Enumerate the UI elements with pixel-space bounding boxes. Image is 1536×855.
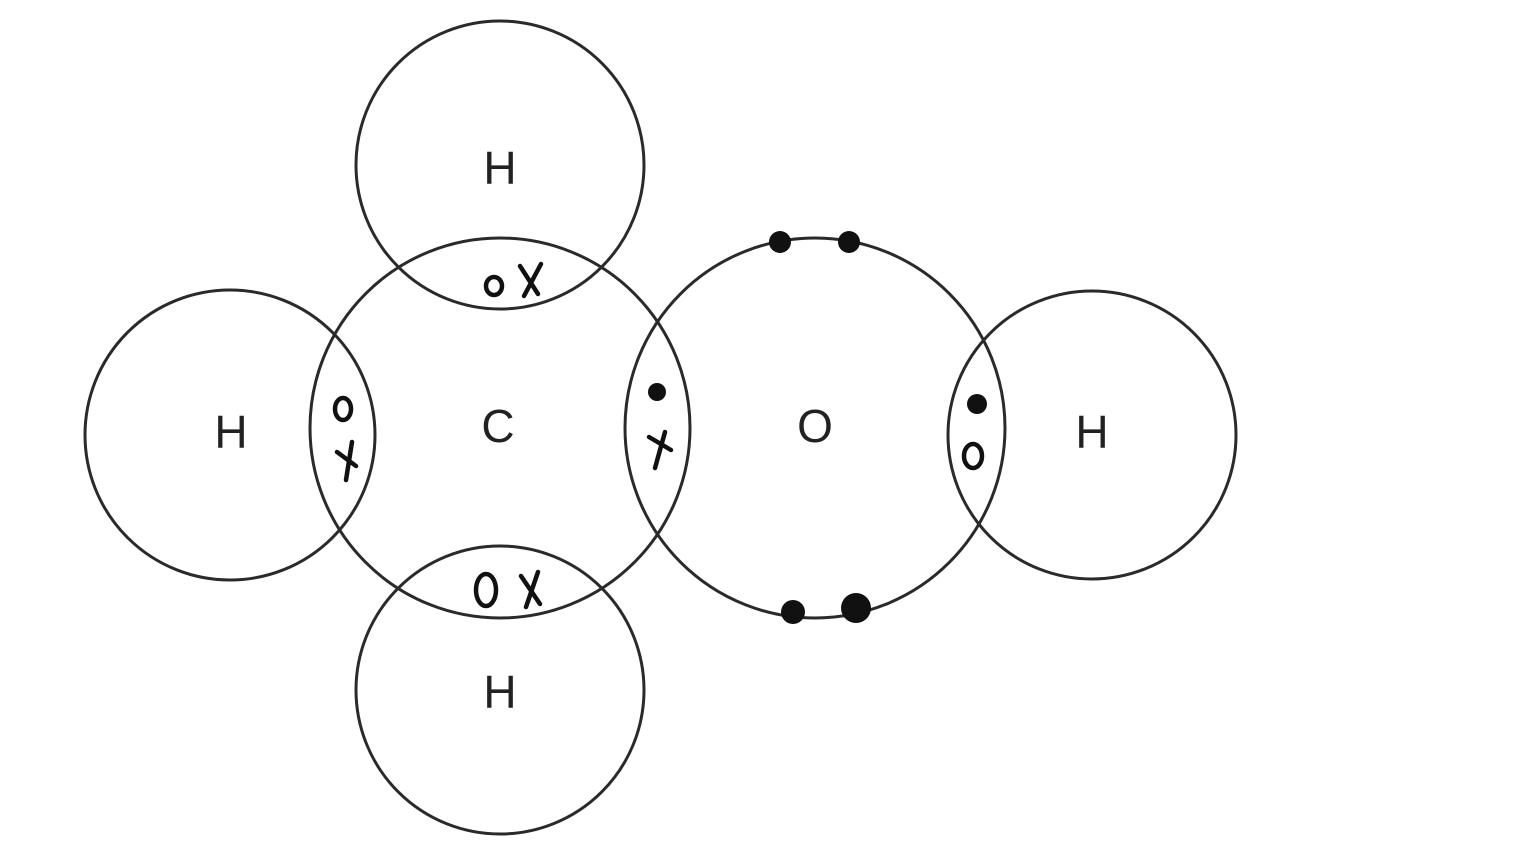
- carbon-electron-x: [517, 261, 544, 299]
- shell-oxygen: [623, 236, 1007, 620]
- shell-h-bottom: [354, 544, 646, 836]
- oxygen-electron-dot: [967, 394, 987, 414]
- hydrogen-electron-o: [473, 571, 499, 609]
- atom-label-h-top: H: [483, 142, 516, 194]
- shell-h-top: [354, 19, 646, 311]
- shell-h-right: [946, 289, 1238, 581]
- shared-pair-c-h-left: [332, 395, 359, 483]
- shared-pair-o-h-right: [961, 394, 987, 471]
- shell-carbon: [308, 236, 692, 620]
- lone-pair-oxygen-top: [769, 231, 860, 253]
- carbon-electron-x: [646, 429, 674, 471]
- carbon-electron-x: [518, 569, 543, 610]
- lone-electron-dot: [769, 231, 791, 253]
- hydrogen-electron-o: [961, 441, 985, 471]
- atom-shells: [83, 19, 1238, 836]
- oxygen-electron-dot: [648, 383, 666, 401]
- shell-h-left: [83, 288, 377, 582]
- atom-label-h-bottom: H: [483, 666, 516, 718]
- shared-pair-c-o: [646, 383, 674, 471]
- atom-labels: H H C O H H: [214, 142, 1108, 718]
- carbon-electron-x: [334, 439, 359, 483]
- lone-electron-dot: [838, 231, 860, 253]
- lone-electron-dot: [781, 600, 805, 624]
- hydrogen-electron-o: [332, 395, 354, 423]
- shared-pair-c-h-bottom: [473, 569, 543, 610]
- atom-label-h-left: H: [214, 406, 247, 458]
- lone-pair-oxygen-bottom: [781, 593, 871, 624]
- atom-label-oxygen: O: [797, 400, 833, 452]
- lone-electron-dot: [841, 593, 871, 623]
- shared-pair-c-h-top: [483, 261, 544, 299]
- atom-label-carbon: C: [481, 400, 514, 452]
- atom-label-h-right: H: [1075, 406, 1108, 458]
- hydrogen-electron-o: [483, 274, 505, 298]
